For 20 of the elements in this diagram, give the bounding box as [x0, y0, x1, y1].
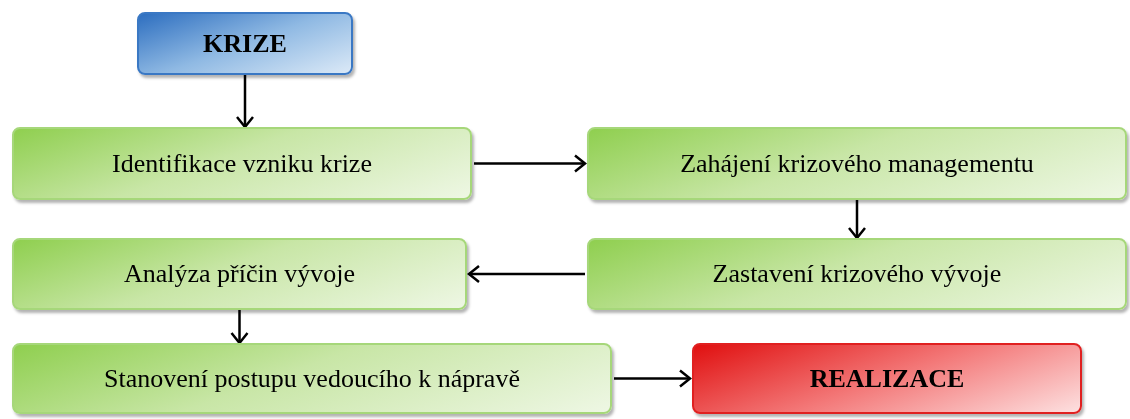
process-box: [587, 238, 1127, 310]
process-box: [137, 12, 353, 75]
arrow: [467, 264, 585, 284]
box-label: Zahájení krizového managementu: [680, 148, 1034, 179]
box-label: Analýza příčin vývoje: [124, 259, 355, 289]
process-box: [12, 343, 612, 414]
arrow: [474, 154, 587, 173]
arrow: [235, 75, 255, 129]
process-box: [12, 127, 472, 200]
arrow: [230, 310, 249, 345]
box-label: REALIZACE: [809, 363, 965, 394]
process-box: [12, 238, 467, 310]
box-label: Zastavení krizového vývoje: [712, 259, 1002, 289]
arrow: [614, 369, 692, 388]
box-label: KRIZE: [203, 28, 287, 59]
box-label: Identifikace vzniku krize: [112, 148, 372, 179]
process-box: [692, 343, 1082, 414]
box-label: Stanovení postupu vedoucího k nápravě: [104, 363, 520, 394]
process-box: [587, 127, 1127, 200]
arrow: [847, 200, 867, 240]
